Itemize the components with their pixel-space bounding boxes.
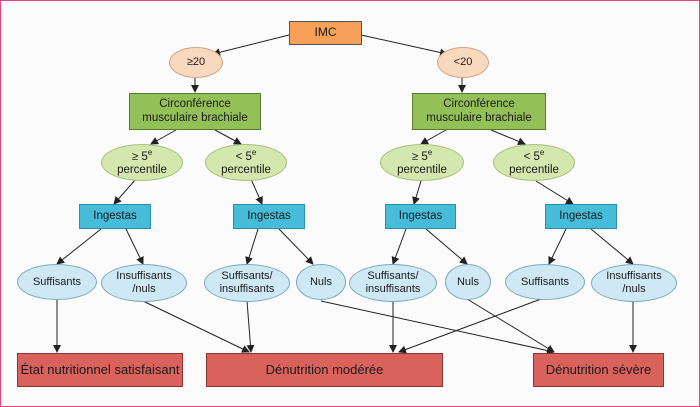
edge-ing2-suffinsuff [245,228,259,265]
ingestas-box-3: Ingestas [385,204,456,229]
imc-label: IMC [314,25,337,40]
pct-sup: e [147,147,153,157]
edge-nuls3-severe [466,298,555,353]
cmb-right-box: Circonférence musculaire brachiale [412,93,546,130]
edge-ing2-nuls [278,228,314,265]
intake-insuffisants-4-ellipse: Insuffisants /nuls [591,264,677,302]
intake-suffisants-4-ellipse: Suffisants [505,264,585,300]
intake-insuff-label: Insuffisants /nuls [116,270,172,295]
intake-suffinsuff-2-ellipse: Suffisants/ insuffisants [204,264,290,302]
ingestas-box-1: Ingestas [79,204,151,229]
ingestas-box-2: Ingestas [233,204,305,229]
ingestas-box-4: Ingestas [545,204,617,229]
edge-insuff1-moderee [142,300,250,353]
pct-sup: e [427,147,433,157]
intake-nuls-label: Nuls [456,275,479,288]
cmb-right-label: Circonférence musculaire brachiale [426,98,532,124]
percentile-lt5-left-ellipse: < 5e percentile [205,144,287,181]
outcome-satisfaisant-label: État nutritionnel satisfaisant [20,361,180,377]
intake-suffinsuff-label: Suffisants/ insuffisants [365,270,421,295]
percentile-lt5-right-ellipse: < 5e percentile [493,144,575,181]
pct-ge-left-l1: ≥ 5 [131,150,148,163]
cmb-left-box: Circonférence musculaire brachiale [129,93,261,130]
edge-ing3-suffinsuff [391,228,407,265]
pct-ge-right-l1: ≥ 5 [411,150,428,163]
imc-box: IMC [289,21,362,45]
bmi-ge20-label: ≥20 [186,56,206,69]
outcome-severe-label: Dénutrition sévère [545,361,652,377]
intake-suffinsuff-3-ellipse: Suffisants/ insuffisants [349,264,437,302]
bmi-lt20-ellipse: <20 [437,47,489,78]
pct-sup: e [539,147,545,157]
edge-suffinsuff2-moderee [246,300,255,353]
edge-suff4-moderee [398,298,542,354]
intake-nuls-label: Nuls [309,275,332,288]
intake-suffisants-1-ellipse: Suffisants [17,264,97,300]
edge-cmb-right-plt [490,129,526,146]
intake-suff-label: Suffisants [520,275,570,288]
pct-l2: percentile [221,163,271,176]
edge-ing3-nuls [425,228,468,265]
edge-ing4-suff [548,228,567,265]
ingestas-label: Ingestas [398,209,443,222]
ingestas-label: Ingestas [247,209,291,222]
intake-suffinsuff-label: Suffisants/ insuffisants [219,270,275,295]
bmi-ge20-ellipse: ≥20 [169,47,223,78]
edge-p3-ing3 [412,180,422,205]
intake-insuffisants-1-ellipse: Insuffisants /nuls [101,264,187,302]
percentile-ge5-right-ellipse: ≥ 5e percentile [380,144,464,181]
outcome-satisfaisant-box: État nutritionnel satisfaisant [17,353,183,387]
pct-l2: percentile [509,163,559,176]
pct-l2: percentile [397,163,447,176]
ingestas-label: Ingestas [559,209,603,222]
edge-p1-ing1 [113,178,137,205]
intake-nuls-3-ellipse: Nuls [445,264,491,300]
cmb-left-label: Circonférence musculaire brachiale [142,98,248,124]
bmi-lt20-label: <20 [453,56,473,69]
edge-p4-ing4 [535,180,574,205]
outcome-moderee-label: Dénutrition modérée [265,361,384,377]
percentile-ge5-left-ellipse: ≥ 5e percentile [101,144,183,181]
outcome-moderee-box: Dénutrition modérée [206,353,443,387]
pct-lt-right-l1: < 5 [523,150,540,163]
edge-cmb-left-pge [150,129,177,145]
edge-imc-ge20 [212,34,290,57]
intake-insuff-label: Insuffisants /nuls [606,270,662,295]
ingestas-label: Ingestas [93,209,137,222]
edge-ing4-insuff [590,228,634,265]
intake-suff-label: Suffisants [32,275,82,288]
edge-p2-ing2 [250,178,263,205]
edge-cmb-left-plt [214,129,242,145]
outcome-severe-box: Dénutrition sévère [533,353,664,387]
intake-nuls-2-ellipse: Nuls [296,264,346,300]
pct-l2: percentile [117,163,167,176]
edge-cmb-right-pge [420,129,447,145]
edge-ing1-insuff [125,228,144,265]
edge-imc-lt20 [360,34,448,57]
pct-sup: e [251,147,257,157]
edge-nuls2-severe [320,300,555,355]
pct-lt-left-l1: < 5 [235,150,252,163]
edge-ing1-suff [56,228,102,265]
